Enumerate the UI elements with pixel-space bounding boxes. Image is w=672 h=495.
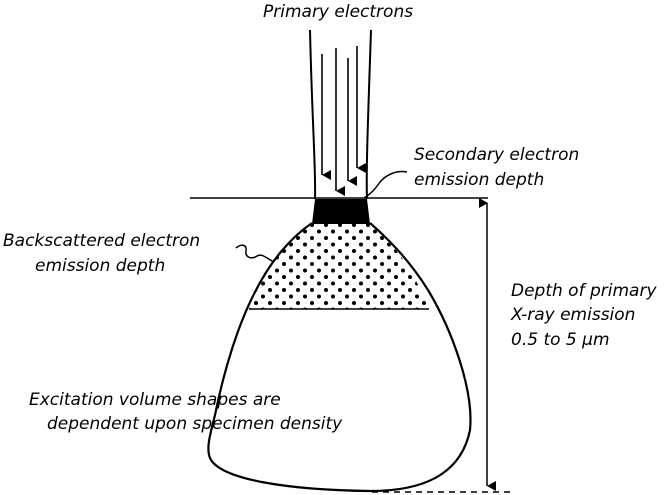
secondary-electron-region [312,199,370,224]
secondary-electron-label-line2: emission depth [414,168,544,192]
beam-left-wall [310,30,315,199]
depth-label-line1: Depth of primary [511,279,657,303]
backscattered-label-line1: Backscattered electron [3,229,200,253]
primary-electrons-label: Primary electrons [263,0,413,24]
backscattered-region [249,223,429,309]
excitation-label-line1: Excitation volume shapes are [29,388,281,412]
backscattered-leader-line [236,245,274,262]
backscattered-label-line2: emission depth [35,254,165,278]
excitation-label-line2: dependent upon specimen density [47,412,342,436]
depth-label-line2: X-ray emission [511,303,635,327]
secondary-electron-label-line1: Secondary electron [414,143,579,167]
secondary-leader-line [364,172,407,198]
beam-right-wall [367,30,371,199]
depth-label-line3: 0.5 to 5 μm [511,328,610,352]
